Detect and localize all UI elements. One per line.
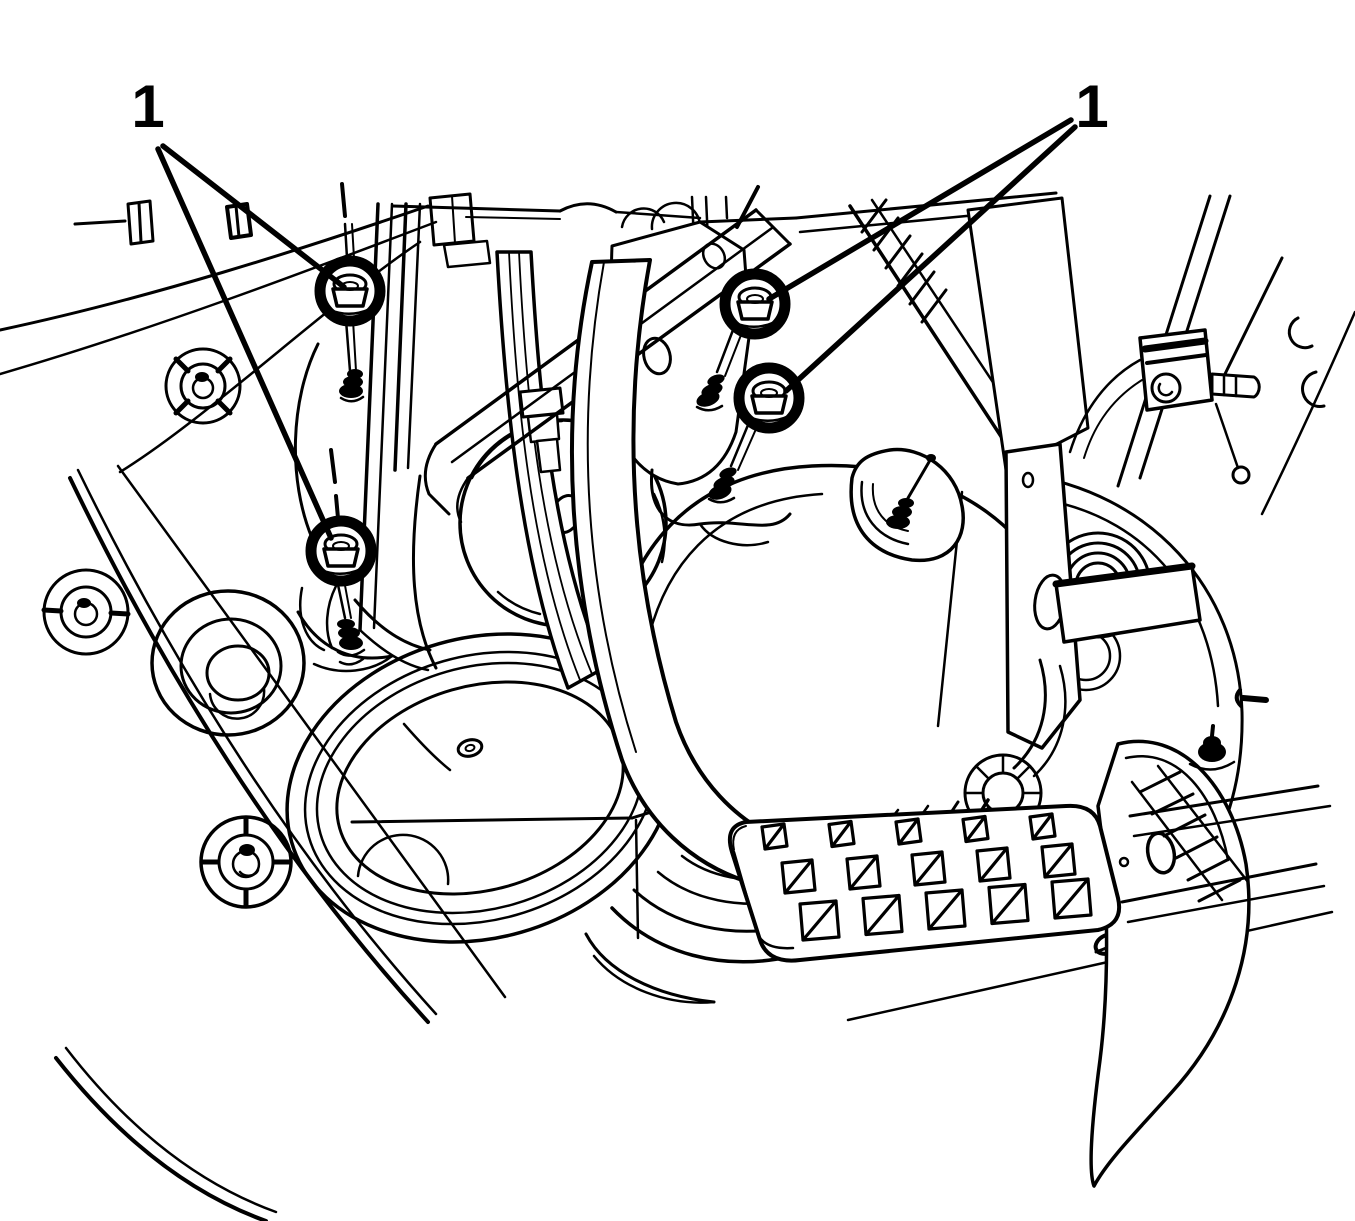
dash-panel-structure: [0, 185, 1355, 1221]
floor-grommet-left-edge: [41, 568, 131, 656]
floor-grommet-lower-left: [199, 815, 293, 909]
tread-square: [798, 899, 841, 942]
floor-funnel-grommet: [150, 589, 306, 737]
mounting-nut-lower-left: [305, 448, 377, 666]
dash-face-panel: [966, 196, 1090, 472]
callout-label-left: 1: [131, 73, 164, 140]
tread-square: [924, 888, 967, 931]
leader-lines: [155, 117, 1078, 541]
stud-tip: [708, 467, 737, 500]
tread-square: [1040, 842, 1077, 879]
dome-stud: [1198, 736, 1226, 762]
floor-rail: [1128, 784, 1320, 818]
accelerator-pedal-assembly: [846, 328, 1334, 1188]
tread-square: [894, 817, 923, 846]
mounting-nut-upper-right: [695, 268, 791, 412]
stud-tip: [339, 369, 363, 398]
stud-tip: [337, 619, 363, 650]
tread-square: [987, 882, 1030, 926]
tread-square: [1028, 812, 1057, 841]
tread-square: [975, 846, 1012, 883]
leader-left-to-upper-nut: [160, 143, 347, 290]
tread-square: [961, 814, 990, 844]
mounting-nut-lower-right: [707, 362, 805, 504]
wheelhouse-arc: [68, 476, 430, 1024]
leader-left-to-lower-nut: [155, 146, 334, 541]
tread-square: [1050, 877, 1093, 920]
mounting-nut-upper-left: [314, 182, 386, 403]
tread-square: [845, 854, 882, 891]
callout-label-right: 1: [1075, 73, 1108, 140]
tread-square: [780, 858, 817, 895]
small-hole: [456, 738, 484, 758]
push-pin: [1234, 688, 1243, 708]
leader-right-to-upper-nut: [766, 117, 1074, 302]
tread-square: [760, 822, 789, 851]
stud-tip: [696, 374, 725, 407]
leader-right-to-lower-nut: [783, 124, 1078, 394]
wiring-clip: [126, 199, 155, 246]
pedal-mounting-bracket: [353, 192, 1090, 672]
tread-square: [910, 850, 947, 887]
pedal-pad-tread: [760, 812, 1093, 942]
floor-grommet-upper-left: [164, 347, 242, 425]
stud-in-cutout: [886, 454, 936, 529]
tread-square: [861, 893, 904, 937]
steering-column-opening: [458, 250, 668, 690]
tread-square: [827, 819, 856, 849]
accelerator-pedal-blade: [1089, 739, 1251, 1188]
brake-pedal-pad: [727, 803, 1121, 963]
